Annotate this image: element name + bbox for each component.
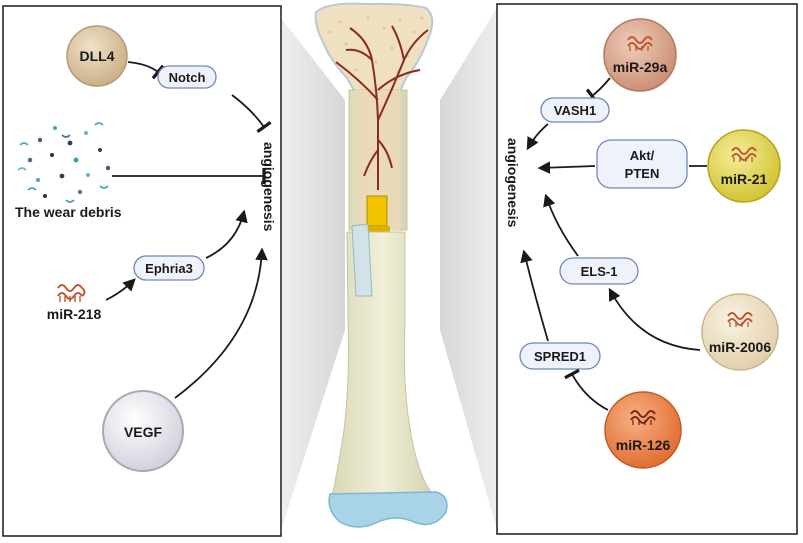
mir126-node: miR-126: [604, 391, 682, 469]
wear-debris-label: The wear debris: [15, 204, 122, 220]
els1-label: ELS-1: [581, 264, 618, 279]
akt-pten-activates-angiogenesis: [537, 161, 596, 174]
femur-bone-illustration: [314, 2, 448, 528]
left-panel: DLL4 Notch: [2, 5, 282, 537]
right-zoom-funnel: [440, 8, 497, 530]
left-zoom-funnel: [281, 18, 345, 530]
akt-label-line2: PTEN: [625, 166, 660, 181]
dll4-inhibits-notch: [127, 61, 165, 80]
mirna-hairpin-icon: [57, 284, 86, 302]
mir21-label: miR-21: [721, 171, 768, 187]
ephria3-node: Ephria3: [133, 255, 205, 281]
els1-node: ELS-1: [559, 257, 639, 285]
akt-pten-node: Akt/ PTEN: [596, 139, 688, 189]
vegf-node: VEGF: [102, 390, 184, 472]
mir2006-label: miR-2006: [709, 339, 771, 355]
mir218-label: miR-218: [47, 306, 102, 322]
mir29a-inhibits-vash1: [585, 77, 611, 104]
vash1-label: VASH1: [554, 103, 596, 118]
mirna-hairpin-icon: [727, 312, 753, 327]
vash1-activates-angiogenesis: [526, 123, 549, 151]
mir126-label: miR-126: [616, 437, 671, 453]
spred1-label: SPRED1: [534, 349, 586, 364]
mir29a-node: miR-29a: [603, 18, 677, 92]
ephria3-activates-angiogenesis: [205, 209, 248, 259]
mir126-inhibits-spred1: [564, 368, 609, 411]
mir2006-activates-els1: [608, 287, 701, 351]
wear-debris-particles-icon: [17, 122, 111, 203]
mirna-hairpin-icon: [630, 410, 656, 425]
vash1-node: VASH1: [540, 97, 610, 123]
spred1-activates-angiogenesis: [520, 249, 549, 342]
mir218-activates-ephria3: [105, 278, 136, 301]
mir2006-node: miR-2006: [701, 293, 779, 371]
right-panel: angiogenesis miR-29a VASH1 Akt/ PTEN: [496, 3, 798, 535]
notch-inhibits-angiogenesis: [231, 94, 272, 133]
notch-node: Notch: [157, 65, 217, 89]
mirna-hairpin-icon: [731, 147, 757, 162]
mirna-hairpin-icon: [627, 36, 653, 51]
spred1-node: SPRED1: [519, 342, 601, 370]
vegf-activates-angiogenesis: [174, 247, 268, 399]
ephria3-label: Ephria3: [145, 261, 193, 276]
mir21-node: miR-21: [707, 129, 781, 203]
mir29a-label: miR-29a: [613, 59, 668, 75]
left-angiogenesis-label: angiogenesis: [261, 142, 277, 232]
notch-label: Notch: [169, 70, 206, 85]
akt-label-line1: Akt/: [630, 148, 655, 163]
dll4-node: DLL4: [66, 25, 128, 87]
dll4-label: DLL4: [80, 48, 115, 64]
els1-activates-angiogenesis: [543, 193, 579, 257]
vegf-label: VEGF: [124, 424, 163, 440]
right-angiogenesis-label: angiogenesis: [505, 138, 521, 228]
